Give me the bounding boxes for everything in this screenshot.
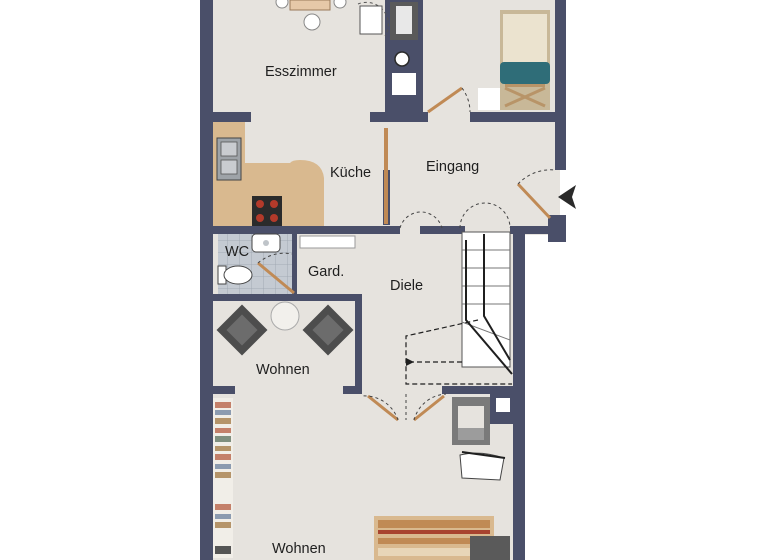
room-label-kueche: Küche bbox=[330, 165, 371, 181]
wall-wohnen-bottom-left bbox=[205, 386, 235, 394]
stove-icon bbox=[252, 196, 282, 226]
bedroom-cabinet bbox=[478, 88, 500, 110]
wall-stair-bottom bbox=[442, 386, 522, 394]
wall-wohnen-bottom-right bbox=[343, 386, 362, 394]
small-cabinet bbox=[496, 398, 510, 412]
utility-shaft bbox=[390, 2, 418, 95]
room-labels: Esszimmer Küche Eingang WC Gard. Diele W… bbox=[225, 64, 479, 557]
wall-stair-top bbox=[510, 226, 566, 234]
wall-wohnen-right bbox=[355, 294, 362, 394]
room-label-diele: Diele bbox=[390, 278, 423, 294]
room-label-wc: WC bbox=[225, 244, 249, 260]
bed-icon bbox=[500, 10, 550, 110]
wall-right-lower bbox=[513, 230, 525, 560]
doors bbox=[257, 86, 556, 422]
wall-kitchen-bottom bbox=[205, 226, 400, 234]
wardrobe-shelf bbox=[299, 235, 356, 249]
sofa-icon bbox=[470, 536, 510, 560]
toilet-icon bbox=[217, 265, 253, 285]
dining-door bbox=[357, 1, 389, 37]
wall-bedroom-bottom bbox=[470, 112, 555, 122]
wc-sink-icon bbox=[251, 233, 281, 253]
room-label-wohnen-upper: Wohnen bbox=[256, 362, 310, 378]
sink-icon bbox=[216, 137, 242, 181]
room-label-wohnen-lower: Wohnen bbox=[272, 541, 326, 557]
room-label-esszimmer: Esszimmer bbox=[265, 64, 337, 80]
wall-esszimmer-bottom bbox=[205, 112, 251, 122]
room-label-gard: Gard. bbox=[308, 264, 344, 280]
entrance-arrow-icon bbox=[558, 185, 576, 209]
wall-left bbox=[200, 0, 213, 560]
wall-wohnen-top bbox=[205, 294, 360, 301]
room-label-eingang: Eingang bbox=[426, 159, 479, 175]
bookshelf-icon bbox=[213, 398, 233, 558]
wall-wc-gard bbox=[292, 234, 297, 294]
dining-table bbox=[275, 0, 347, 31]
wall-kitchen-top bbox=[370, 112, 428, 122]
lounge-chair-icon bbox=[459, 451, 506, 481]
wall-right-upper bbox=[555, 0, 566, 170]
wall-entrance-bottom bbox=[420, 226, 465, 234]
staircase-icon bbox=[405, 231, 513, 385]
fireplace-icon bbox=[452, 397, 490, 445]
